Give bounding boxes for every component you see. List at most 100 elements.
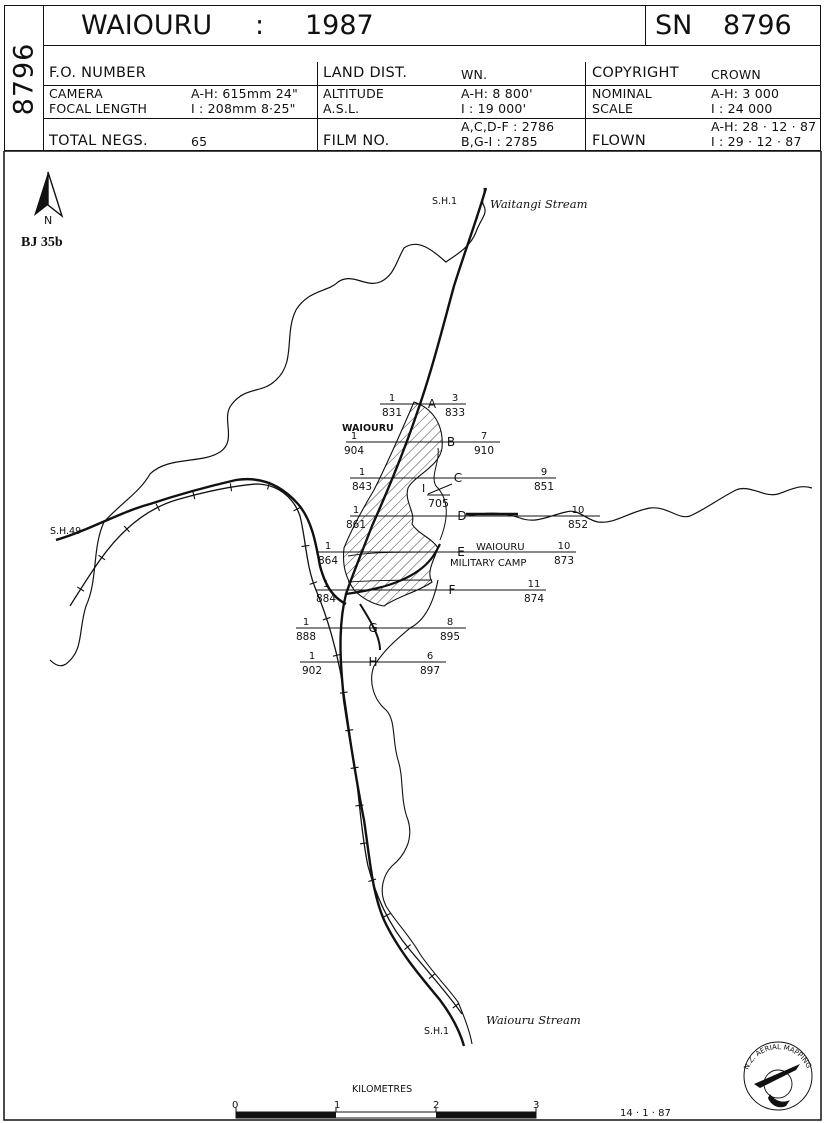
scale-tick-2: 2	[433, 1100, 439, 1111]
divider	[43, 118, 820, 119]
run-start-frame: 888	[296, 631, 316, 643]
railway-tick	[368, 878, 377, 883]
run-end-count: 9	[541, 467, 547, 478]
altitude-value-i: I : 19 000'	[461, 101, 527, 116]
run-letter-h: H	[368, 655, 377, 669]
state-highway-1	[339, 187, 488, 1047]
north-arrow-icon	[34, 171, 64, 218]
railway-tick	[266, 481, 271, 490]
title-separator: :	[255, 10, 265, 41]
railway-tick	[76, 586, 85, 592]
scale-tick-3: 3	[533, 1100, 539, 1111]
run-end-frame: 851	[534, 481, 554, 493]
railway-tick	[428, 973, 436, 980]
divider	[645, 6, 646, 45]
run-start-run-number: 1	[353, 505, 359, 516]
railway-tick	[309, 581, 318, 585]
run-start-frame: 861	[346, 519, 366, 531]
altitude-value-a-h: A-H: 8 800'	[461, 86, 533, 101]
boundary-line	[347, 579, 433, 583]
run-start-run-number: 1	[351, 431, 357, 442]
railway-tick	[192, 491, 196, 500]
railway-tick	[350, 766, 359, 769]
survey-year: 1987	[305, 10, 374, 41]
run-end-count: 8	[447, 617, 453, 628]
run-start-frame: 843	[352, 481, 372, 493]
run-start-run-number: 1	[389, 393, 395, 404]
fo-number-label: F.O. NUMBER	[49, 65, 147, 81]
north-letter: N	[44, 214, 52, 227]
run-end-frame: 910	[474, 445, 494, 457]
sh1-bottom-label: S.H.1	[424, 1026, 449, 1037]
copyright-value: CROWN	[711, 67, 761, 82]
flight-runs: A18313833B19047910C18439851D186110852E18…	[296, 393, 588, 677]
film-no-label: FILM NO.	[323, 133, 390, 149]
run-start-run-number: 1	[325, 541, 331, 552]
run-end-frame: 873	[554, 555, 574, 567]
divider	[43, 45, 820, 46]
railway-tick	[404, 944, 411, 951]
scale-label: SCALE	[592, 101, 634, 116]
run-letter-e: E	[457, 545, 465, 559]
run-end-frame: 897	[420, 665, 440, 677]
flight-run-lines	[296, 403, 600, 663]
railway-tick	[452, 1002, 460, 1009]
flight-index-map: N BJ 35b	[0, 151, 822, 1121]
title-block: 8796 WAIOURU : 1987 SN 8796 F.O. NUMBER …	[4, 5, 821, 151]
compile-date: 14 · 1 · 87	[620, 1108, 671, 1119]
camera-value-i: I : 208mm 8·25"	[191, 101, 296, 116]
run-letter-b: B	[447, 435, 455, 449]
sn-number: 8796	[723, 10, 792, 41]
railway-tick	[229, 483, 233, 492]
run-start-run-number: 1	[323, 579, 329, 590]
railway-tick	[332, 653, 341, 657]
run-letter-c: C	[454, 471, 462, 485]
logo-text: N.Z. AERIAL MAPPING LTD.	[0, 151, 814, 1071]
land-dist-value: WN.	[461, 67, 488, 82]
waiouru-stream	[371, 579, 473, 1045]
run-start-frame: 902	[302, 665, 322, 677]
railway-ticks	[76, 481, 460, 1009]
divider	[43, 85, 820, 86]
divider	[585, 62, 586, 150]
altitude-label: ALTITUDE	[323, 86, 385, 101]
map-frame	[3, 151, 822, 1121]
focal-length-label: FOCAL LENGTH	[49, 101, 148, 116]
waiouru-stream-label: Waiouru Stream	[486, 1013, 581, 1027]
run-end-count: 3	[452, 393, 458, 404]
scale-bar	[235, 1108, 537, 1119]
total-negs-label: TOTAL NEGS.	[49, 133, 148, 149]
run-start-frame: 904	[344, 445, 364, 457]
flown-value-i: I : 29 · 12 · 87	[711, 134, 802, 149]
centre-frame-number: 705	[428, 497, 449, 510]
run-end-frame: 833	[445, 407, 465, 419]
sh1-top-label: S.H.1	[432, 196, 457, 207]
run-start-run-number: 1	[359, 467, 365, 478]
side-code-text: 8796	[8, 42, 40, 116]
flown-value-a-h: A-H: 28 · 12 · 87	[711, 119, 817, 134]
nominal-label: NOMINAL	[592, 86, 652, 101]
run-end-frame: 895	[440, 631, 460, 643]
railway-tick	[322, 616, 331, 621]
sn-label: SN	[655, 10, 693, 41]
state-highway-49	[55, 477, 347, 606]
run-end-count: 10	[558, 541, 571, 552]
index-code: BJ 35b	[21, 235, 63, 250]
railway-tick	[382, 913, 391, 918]
military-camp-label-2: MILITARY CAMP	[450, 558, 526, 569]
run-letter-d: D	[457, 509, 466, 523]
flown-label: FLOWN	[592, 133, 646, 149]
run-end-count: 11	[528, 579, 541, 590]
divider	[317, 62, 318, 150]
land-dist-label: LAND DIST.	[323, 65, 408, 81]
waitangi-stream-label: Waitangi Stream	[490, 197, 588, 211]
scale-title: KILOMETRES	[352, 1084, 412, 1095]
urban-area-hatched	[342, 401, 443, 607]
camera-label: CAMERA	[49, 86, 103, 101]
run-letter-a: A	[428, 397, 437, 411]
place-name: WAIOURU	[81, 10, 213, 41]
railway-tick	[355, 804, 364, 807]
run-start-frame: 864	[318, 555, 338, 567]
film-no-value-2: B,G-I : 2785	[461, 134, 538, 149]
